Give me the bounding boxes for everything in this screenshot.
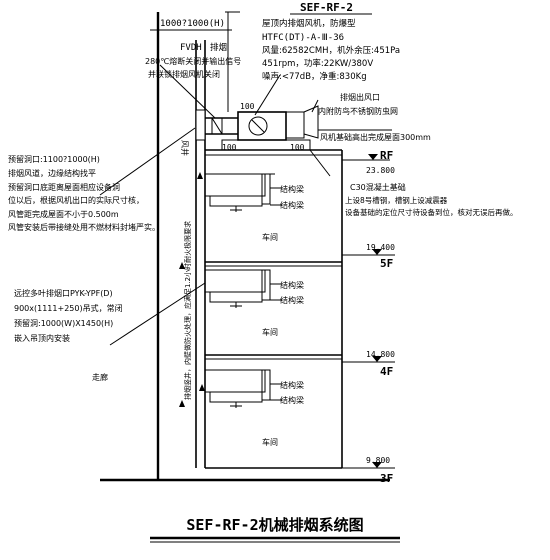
- floor-rf-label: RF: [380, 149, 393, 162]
- floor-3f-louver: [204, 369, 342, 469]
- opening-note-6: 风管安装后带接缝处用不燃材料封堵严实。: [8, 222, 160, 232]
- level-markers: [342, 249, 395, 469]
- louver-note-2: 900x(1111+250)吊式，常闭: [14, 303, 123, 313]
- shaft-label: 风井: [180, 140, 190, 156]
- beam-label-3f-b: 结构梁: [280, 395, 304, 405]
- dim-top: 100: [240, 102, 255, 111]
- louver-note-3: 预留洞:1000(W)X1450(H): [14, 318, 113, 328]
- beam-label-4f: 结构梁: [280, 280, 304, 290]
- beam-label-5f: 结构梁: [280, 184, 304, 194]
- shaft-vertical-note: 排烟竖井，内壁做防火处理，应满足1.2小时耐火极限要求: [183, 221, 192, 400]
- equipment-line-1: 屋顶内排烟风机，防爆型: [262, 18, 356, 29]
- opening-note-4: 位以后，根据风机出口的实际尺寸核，: [8, 195, 144, 205]
- floor-5f-label: 5F: [380, 257, 393, 270]
- concrete-label: C30混凝土基础: [350, 182, 406, 192]
- beam-label-4f-b: 结构梁: [280, 295, 304, 305]
- duct-top-size: 1000?1000(H): [160, 19, 225, 29]
- outlet-sub: 内附防鸟不锈钢防虫网: [318, 106, 398, 116]
- dim-left: 100: [222, 143, 237, 152]
- diagram-title: SEF-RF-2机械排烟系统图: [186, 516, 363, 534]
- flow-arrows: [179, 172, 205, 407]
- fvdh-tag: FVDH: [180, 43, 202, 53]
- fvdh-suffix: 排烟: [210, 42, 227, 53]
- beam-label-3f: 结构梁: [280, 380, 304, 390]
- opening-note-3: 预留洞口底距离屋面相应设备洞: [8, 182, 120, 192]
- floor-4f-elev: 14.800: [366, 350, 395, 359]
- opening-note-5: 风管距完成屋面不小于0.500m: [8, 209, 119, 219]
- equipment-line-5: 噪声:<77dB，净重:830Kg: [262, 71, 367, 82]
- equipment-line-4: 451rpm，功率:22KW/380V: [262, 58, 373, 69]
- opening-note-2: 排烟风道，边缘结构找平: [8, 168, 96, 178]
- room-left-label: 走廊: [92, 372, 108, 382]
- fvdh-line-3: 并联锁排烟风机关闭: [148, 69, 220, 79]
- room-label-4f: 车间: [262, 327, 278, 337]
- dim-right: 100: [290, 143, 305, 152]
- louver-note-1: 远控多叶排烟口PYK-YPF(D): [14, 288, 113, 298]
- floor-5f-elev: 19.400: [366, 243, 395, 252]
- room-label-5f: 车间: [262, 232, 278, 242]
- leader-lines: [99, 11, 392, 346]
- floor-3f-label: 3F: [380, 472, 393, 485]
- room-label-3f: 车间: [262, 437, 278, 447]
- equipment-tag: SEF-RF-2: [300, 1, 353, 14]
- opening-note-1: 预留洞口:1100?1000(H): [8, 154, 100, 164]
- fvdh-line-2: 280℃熔断关闭并输出信号: [145, 56, 241, 66]
- base-height-note: 风机基础高出完成屋面300mm: [320, 132, 431, 142]
- concrete-sub-1: 上设8号槽钢，槽钢上设减震器: [345, 195, 448, 205]
- concrete-sub-2: 设备基础的定位尺寸待设备到位，核对无误后再做。: [345, 207, 518, 217]
- equipment-line-2: HTFC(DT)-A-Ⅲ-36: [262, 33, 344, 43]
- floor-rf-elev: 23.800: [366, 166, 395, 175]
- floor-3f-elev: 9.800: [366, 456, 390, 465]
- louver-note-4: 嵌入吊顶内安装: [14, 333, 70, 343]
- equipment-line-3: 风量:62582CMH，机外余压:451Pa: [262, 45, 400, 56]
- outlet-label: 排烟出风口: [340, 92, 380, 102]
- beam-label-5f-b: 结构梁: [280, 200, 304, 210]
- floor-4f-louver: [204, 269, 342, 360]
- floor-5f-louver: [204, 173, 342, 267]
- building-outline: [100, 12, 390, 482]
- exhaust-fan-unit: [195, 105, 319, 141]
- floor-4f-label: 4F: [380, 365, 393, 378]
